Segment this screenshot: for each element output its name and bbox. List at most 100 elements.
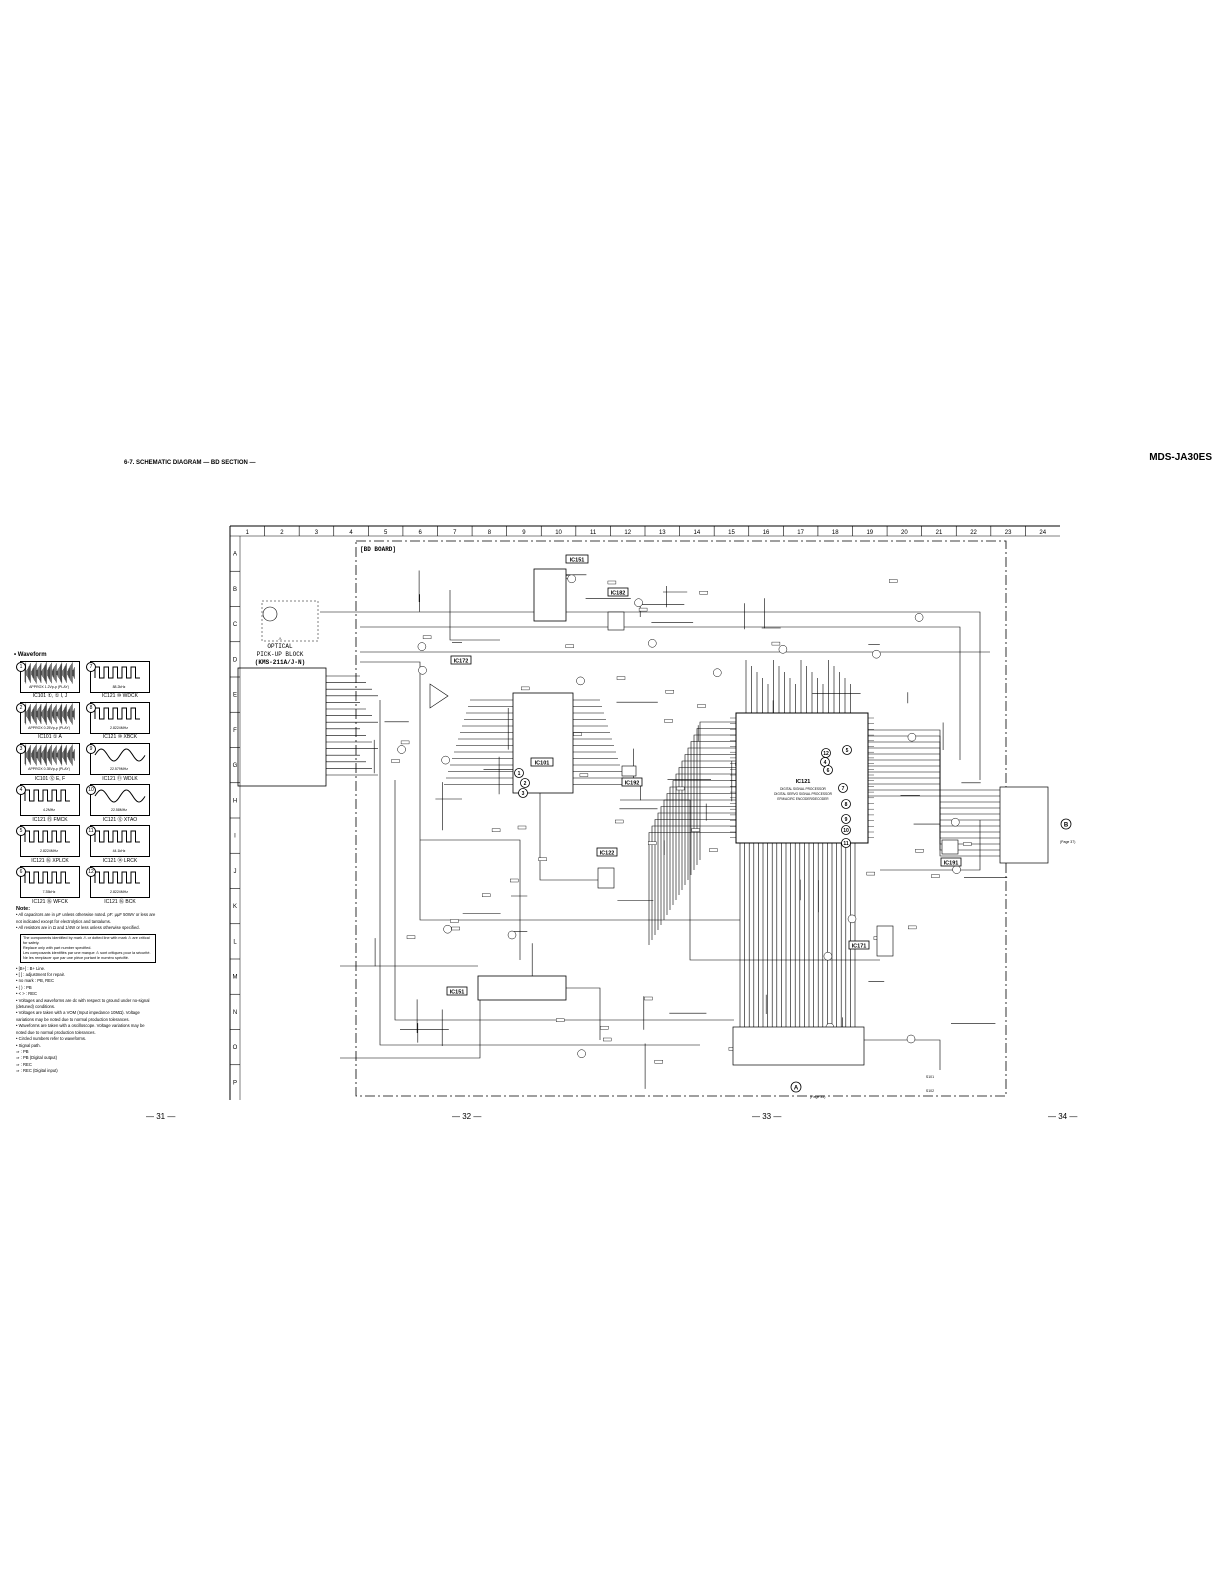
grid-row-label: O (233, 1045, 238, 1051)
grid-col-label: 3 (315, 530, 319, 536)
wire (648, 832, 736, 945)
resistor-icon (422, 635, 432, 639)
ic122-label: IC122 (600, 851, 615, 857)
grid-col-label: 4 (349, 530, 353, 536)
grid-row-label: M (233, 975, 238, 981)
waveform-marker-icon (520, 778, 530, 788)
resistor-icon (482, 893, 491, 897)
waveform-number: 6 (16, 867, 26, 877)
resistor-icon (665, 690, 674, 694)
ic182-tag (607, 587, 629, 597)
resistor-icon (648, 841, 657, 845)
waveform-frequency: 44.1kHz (112, 849, 126, 853)
waveform-frequency: 7.35kHz (42, 890, 56, 894)
resistor-icon (579, 773, 589, 777)
notes-block: Note: • All capacitors are in μF unless … (16, 906, 156, 1075)
grid-row-label: D (233, 657, 238, 663)
grid-row-label: E (233, 693, 237, 699)
grid-row-label: N (233, 1010, 237, 1016)
ic151-top-body (533, 568, 567, 622)
wire (669, 786, 736, 910)
transistor-icon (823, 951, 833, 961)
wire (420, 839, 521, 960)
ic151-bottom-label: IC151 (450, 990, 465, 996)
waveform-marker-label: 6 (827, 768, 830, 774)
ic101-body (512, 692, 574, 794)
resistor-icon (603, 1037, 612, 1042)
waveform-number: 10 (86, 785, 96, 795)
pickup-title: PICK-UP BLOCK (257, 651, 304, 658)
connector-b-icon (1060, 818, 1072, 830)
grid-col-label: 21 (936, 530, 943, 536)
note-line: • < > : REC (16, 991, 38, 997)
transistor-icon (417, 642, 427, 651)
waveform-frequency: APPROX 0.35Vp-p (PLAY) (28, 767, 70, 771)
transistor-icon (952, 865, 961, 874)
waveform-plot (20, 784, 80, 816)
caution-line: Ne les remplacer que par une pièce porta… (23, 955, 129, 960)
waveform-marker-label: 1 (518, 771, 521, 777)
transistor-icon (577, 1049, 586, 1058)
cn-connector-bottom (732, 1026, 865, 1066)
ic121-desc: EFM/ACIRC ENCODER/DECODER (777, 797, 829, 801)
ic192-label: IC192 (625, 781, 640, 787)
waveform-marker-label: 3 (522, 791, 525, 797)
note-line: • no mark : PB, REC (16, 978, 55, 984)
grid-row-label: F (233, 728, 237, 734)
resistor-icon (963, 842, 972, 846)
waveform-marker-icon (842, 745, 852, 755)
grid-col-label: 5 (384, 530, 388, 536)
waveform-number: 8 (86, 703, 96, 713)
wire (675, 773, 736, 900)
waveform-plot (20, 661, 80, 693)
waveform-frequency: 22.579MHz (110, 767, 128, 771)
waveform-marker-icon (838, 783, 848, 793)
transistor-icon (951, 817, 960, 827)
cn-connector-right (999, 786, 1049, 864)
ic122-tag (596, 847, 618, 857)
wire (672, 780, 736, 905)
grid-row-label: B (233, 587, 237, 593)
grid-row-label: P (233, 1080, 237, 1086)
note-line: • Voltages and waveforms are dc with res… (16, 997, 150, 1010)
ic151-top-label: IC151 (570, 558, 585, 564)
transistor-icon (907, 732, 917, 742)
waveform-plot (90, 825, 150, 857)
wire (566, 987, 601, 1040)
waveform-plot (20, 825, 80, 857)
resistor-icon (556, 1018, 565, 1022)
pickup-model: (KMS-211A/J-N) (255, 659, 305, 666)
resistor-icon (607, 580, 617, 585)
ic101-tag (530, 757, 554, 767)
wire (666, 793, 736, 915)
grid-col-label: 15 (728, 530, 735, 536)
connector-a-label: A (794, 1086, 799, 1092)
grid-col-label: 18 (832, 530, 839, 536)
waveform-trace (94, 871, 140, 884)
ic121-body (735, 712, 869, 844)
waveform-caption: IC121 ⑪ WDLK (102, 776, 138, 782)
transistor-icon (778, 645, 788, 654)
waveform-caption: IC101 ①, ① I, J (32, 693, 68, 699)
note-line: • All resistors are in Ω and 1/4W or les… (16, 925, 140, 931)
note-line: • Circled numbers refer to waveforms. (16, 1036, 87, 1042)
ic192-body (621, 765, 637, 777)
waveform-frequency: 2.8224MHz (110, 890, 128, 894)
wire (394, 780, 734, 1021)
ic121-desc: DIGITAL SIGNAL PROCESSOR (780, 787, 826, 791)
wire (868, 795, 1000, 857)
resistor-icon (908, 925, 917, 930)
waveform-trace (24, 662, 75, 684)
waveform-marker-label: 10 (843, 828, 849, 834)
transistor-icon (713, 668, 722, 677)
waveform-plot (90, 866, 150, 898)
waveform-number: 2 (16, 703, 26, 713)
wire (340, 1000, 481, 1059)
grid-col-label: 17 (797, 530, 804, 536)
waveform-marker-label: 5 (846, 748, 849, 754)
